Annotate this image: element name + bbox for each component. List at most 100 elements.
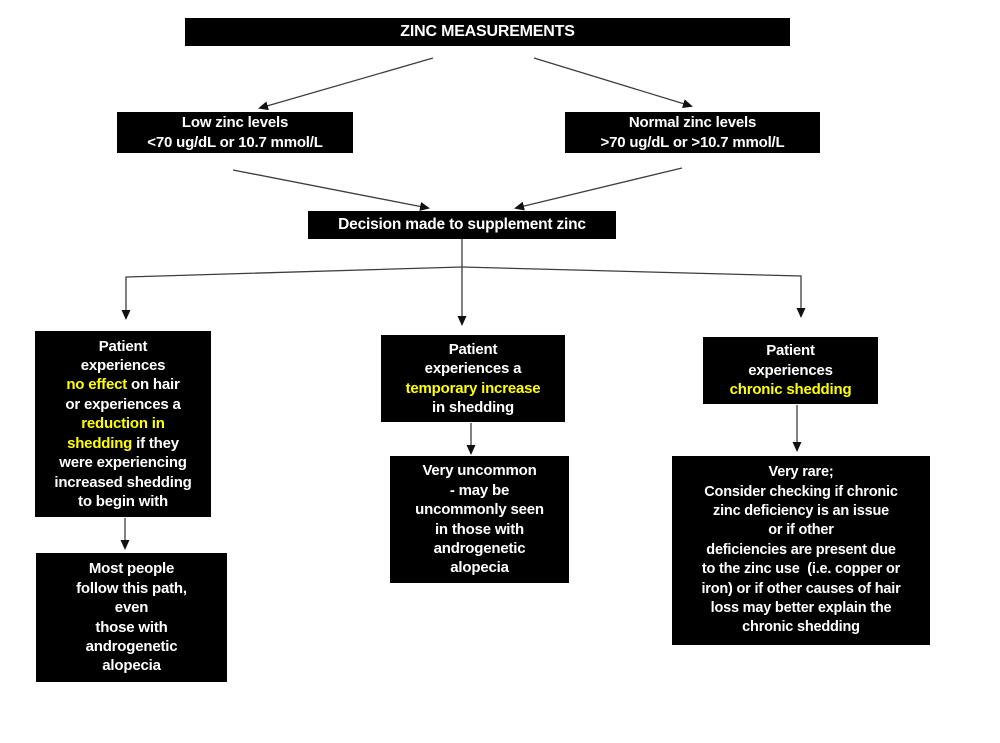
node-text-line: Decision made to supplement zinc: [338, 215, 586, 234]
node-text-line: in shedding: [432, 398, 514, 417]
node-text-line: temporary increase: [406, 379, 541, 398]
node-text: in shedding: [432, 398, 514, 416]
node-text-line: - may be: [450, 481, 509, 500]
node-text-line: no effect on hair: [66, 375, 179, 394]
node-text: androgenetic: [85, 637, 178, 655]
node-text-line: experiences: [81, 356, 166, 375]
node-text: zinc deficiency is an issue: [713, 502, 889, 519]
node-text-line: follow this path,: [76, 579, 187, 598]
node-text-line: alopecia: [102, 656, 161, 675]
flow-node-low-zinc: Low zinc levels<70 ug/dL or 10.7 mmol/L: [117, 112, 353, 153]
node-text-line: were experiencing: [59, 453, 187, 472]
flow-arrow-title-to-low-zinc: [258, 57, 434, 111]
flow-arrow-normal-zinc-to-decision: [514, 167, 683, 211]
node-text: to begin with: [78, 492, 168, 510]
node-text: or if other: [768, 522, 834, 539]
node-text: Patient: [98, 337, 148, 355]
node-text-line: Very uncommon: [422, 461, 536, 480]
node-text-line: androgenetic: [434, 539, 526, 558]
node-text-line: or experiences a: [65, 395, 180, 414]
node-text-line: uncommonly seen: [415, 500, 544, 519]
node-text-line: Consider checking if chronic: [704, 483, 898, 502]
node-text-line: Normal zinc levels: [629, 113, 756, 132]
node-text-line: chronic shedding: [742, 618, 860, 637]
node-text: Patient: [766, 342, 815, 360]
node-text: increased shedding: [54, 473, 192, 491]
node-text-line: experiences a: [425, 359, 522, 378]
node-text: follow this path,: [76, 579, 187, 597]
node-text-line: Patient: [449, 340, 498, 359]
highlighted-text: chronic shedding: [729, 381, 852, 399]
node-text: - may be: [449, 481, 510, 499]
node-text-line: to begin with: [78, 492, 168, 511]
node-text-line: ZINC MEASUREMENTS: [400, 22, 575, 41]
node-text: on hair: [127, 376, 180, 394]
node-text-line: reduction in: [81, 414, 165, 433]
node-text: uncommonly seen: [415, 501, 544, 519]
node-text-line: chronic shedding: [730, 380, 852, 399]
node-text: alopecia: [102, 657, 161, 675]
node-text-line: alopecia: [450, 558, 509, 577]
node-text: Very uncommon: [422, 462, 537, 480]
node-text: experiences: [80, 357, 166, 375]
node-text-line: those with: [95, 618, 167, 637]
node-text-line: iron) or if other causes of hair: [701, 580, 900, 599]
node-text-line: >70 ug/dL or >10.7 mmol/L: [601, 133, 785, 152]
flow-node-very-rare: Very rare; Consider checking if chronic zi…: [672, 456, 930, 645]
node-text-line: loss may better explain the: [711, 599, 892, 618]
node-text: in those with: [434, 520, 525, 538]
node-text: were experiencing: [59, 454, 187, 472]
node-text: <70 ug/dL or 10.7 mmol/L: [147, 133, 323, 151]
node-text-line: Most people: [88, 559, 175, 578]
highlighted-text: shedding: [67, 434, 133, 452]
node-text: experiences a: [424, 360, 522, 378]
node-text-line: androgenetic: [86, 637, 178, 656]
node-text: chronic shedding: [742, 619, 860, 636]
highlighted-text: temporary increase: [405, 379, 541, 397]
flow-node-normal-zinc: Normal zinc levels>70 ug/dL or >10.7 mmo…: [565, 112, 820, 153]
node-text: iron) or if other causes of hair: [701, 580, 901, 597]
flow-node-decision-supplement: Decision made to supplement zinc: [308, 211, 616, 239]
node-text-line: even: [114, 598, 149, 617]
flow-arrow-decision-to-chronic: [461, 266, 806, 318]
node-text: Very rare;: [768, 464, 834, 481]
node-text: Decision made to supplement zinc: [338, 216, 586, 234]
node-text: Patient: [448, 340, 498, 358]
node-text: ZINC MEASUREMENTS: [400, 23, 575, 41]
node-text: androgenetic: [433, 539, 526, 557]
flow-arrow-low-zinc-to-decision: [232, 169, 430, 211]
node-text: experiences: [748, 361, 833, 379]
node-text-line: in those with: [435, 520, 524, 539]
node-text-line: Very rare;: [769, 463, 834, 482]
node-text-line: Patient: [99, 337, 148, 356]
node-text-line: to the zinc use (i.e. copper or: [702, 560, 900, 579]
node-text: Consider checking if chronic: [704, 483, 898, 500]
node-text: even: [114, 599, 149, 617]
node-text-line: increased shedding: [54, 473, 191, 492]
node-text-line: or if other: [768, 521, 834, 540]
highlighted-text: reduction in: [81, 415, 165, 433]
node-text-line: experiences: [748, 361, 833, 380]
node-text-line: Patient: [766, 341, 815, 360]
node-text: to the zinc use (i.e. copper or: [701, 561, 901, 578]
node-text: Low zinc levels: [181, 114, 289, 132]
flow-arrow-title-to-normal-zinc: [533, 57, 693, 108]
node-text: Most people: [88, 560, 175, 578]
node-text-line: Low zinc levels: [182, 113, 288, 132]
flow-arrow-decision-to-no-effect: [121, 266, 463, 320]
highlighted-text: no effect: [66, 376, 128, 394]
node-text: deficiencies are present due: [706, 541, 896, 558]
node-text: loss may better explain the: [710, 600, 892, 617]
node-text: if they: [132, 434, 179, 452]
flow-node-zinc-measurements: ZINC MEASUREMENTS: [185, 18, 790, 46]
node-text-line: shedding if they: [67, 434, 179, 453]
node-text: >70 ug/dL or >10.7 mmol/L: [600, 133, 785, 151]
node-text: those with: [95, 618, 168, 636]
